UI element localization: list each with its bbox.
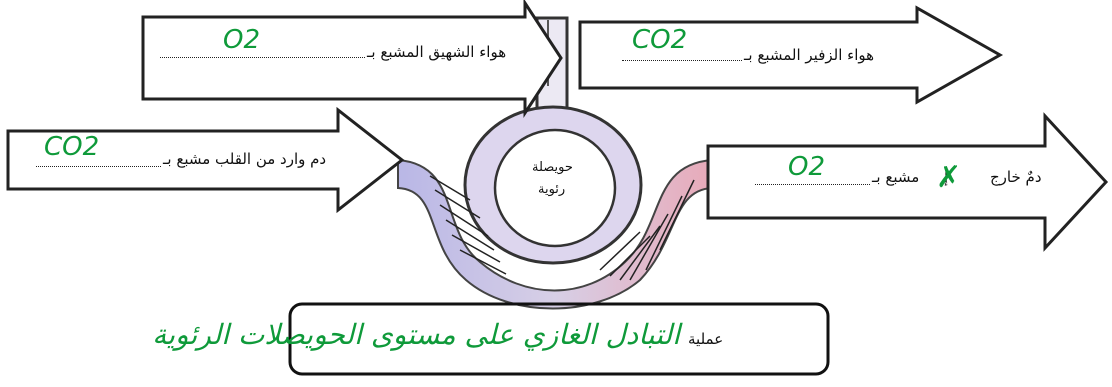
blood-out-cross-mark: ✗ (936, 160, 961, 195)
blood-out-label-start: دمٌ خارج (990, 168, 1042, 186)
alveolus-label-line1: حويصلة (532, 160, 573, 175)
exhaled-air-blank (622, 60, 742, 61)
blood-out-label-end: مشبع بـ (872, 168, 919, 186)
inhaled-air-answer[interactable]: O2 (223, 25, 260, 55)
blood-in-blank (36, 166, 161, 167)
blood-in-answer[interactable]: CO2 (44, 132, 99, 162)
blood-out-answer[interactable]: O2 (788, 152, 825, 182)
inhaled-air-blank (160, 57, 365, 58)
blood-in-label: دم وارد من القلب مشبع بـ (163, 150, 326, 168)
inhaled-air-label: هواء الشهيق المشبع بـ (367, 43, 506, 61)
alveolus-label-line2: رئوية (538, 182, 565, 197)
blood-out-blank (755, 184, 870, 185)
process-answer[interactable]: التبادل الغازي على مستوى الحويصلات الرئو… (20, 318, 680, 351)
process-label: عملية (688, 330, 723, 348)
exhaled-air-label: هواء الزفير المشبع بـ (744, 46, 874, 64)
exhaled-air-answer[interactable]: CO2 (632, 25, 687, 55)
